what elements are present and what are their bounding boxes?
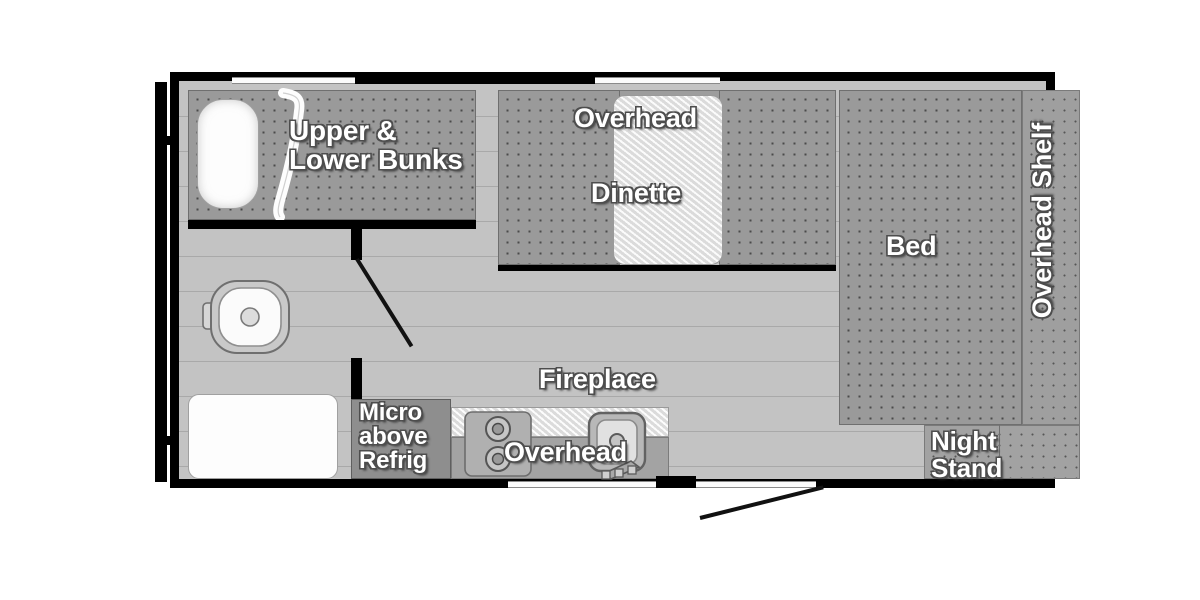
top-wall-segment-mid [355,72,595,84]
wardrobe [197,99,259,209]
floor-plank [179,326,1046,327]
shower-pan [188,394,338,479]
dinette-base-edge [498,265,836,271]
rv-shell: Upper & Lower Bunks Overhead Dinette [170,72,1080,488]
night-stand [924,425,1080,479]
left-wall-nub-top [155,136,172,145]
bathroom-wall-lower-jamb [351,358,362,399]
bunk-ladder-icon [273,88,305,222]
floor-plank [179,396,1046,397]
left-exterior-wall [155,82,167,482]
overhead-shelf [1022,90,1080,425]
entry-door[interactable] [696,481,816,488]
dinette-bench-left [498,90,620,265]
toilet-icon [202,280,290,354]
left-wall-nub-bottom [155,436,172,445]
floor-plank [179,361,1046,362]
fireplace-label: Fireplace [539,364,656,394]
bottom-wall-segment-mid [656,476,696,488]
night-stand-divider [999,425,1000,479]
floor-plank [179,291,1046,292]
entry-door-swing [699,485,824,520]
bunk-room-partition [188,220,476,229]
sink-icon [587,411,647,480]
front-window-left [232,77,355,84]
front-window-right [595,77,720,84]
bathroom-door-swing [355,257,414,348]
kitchen-window [508,481,656,488]
micro-above-refrig [351,399,451,479]
cooktop-icon [464,411,532,477]
dinette-table [613,95,723,265]
bed [839,90,1022,425]
bathroom-wall-upper-jamb [351,220,362,260]
dinette-bench-right [719,90,836,265]
